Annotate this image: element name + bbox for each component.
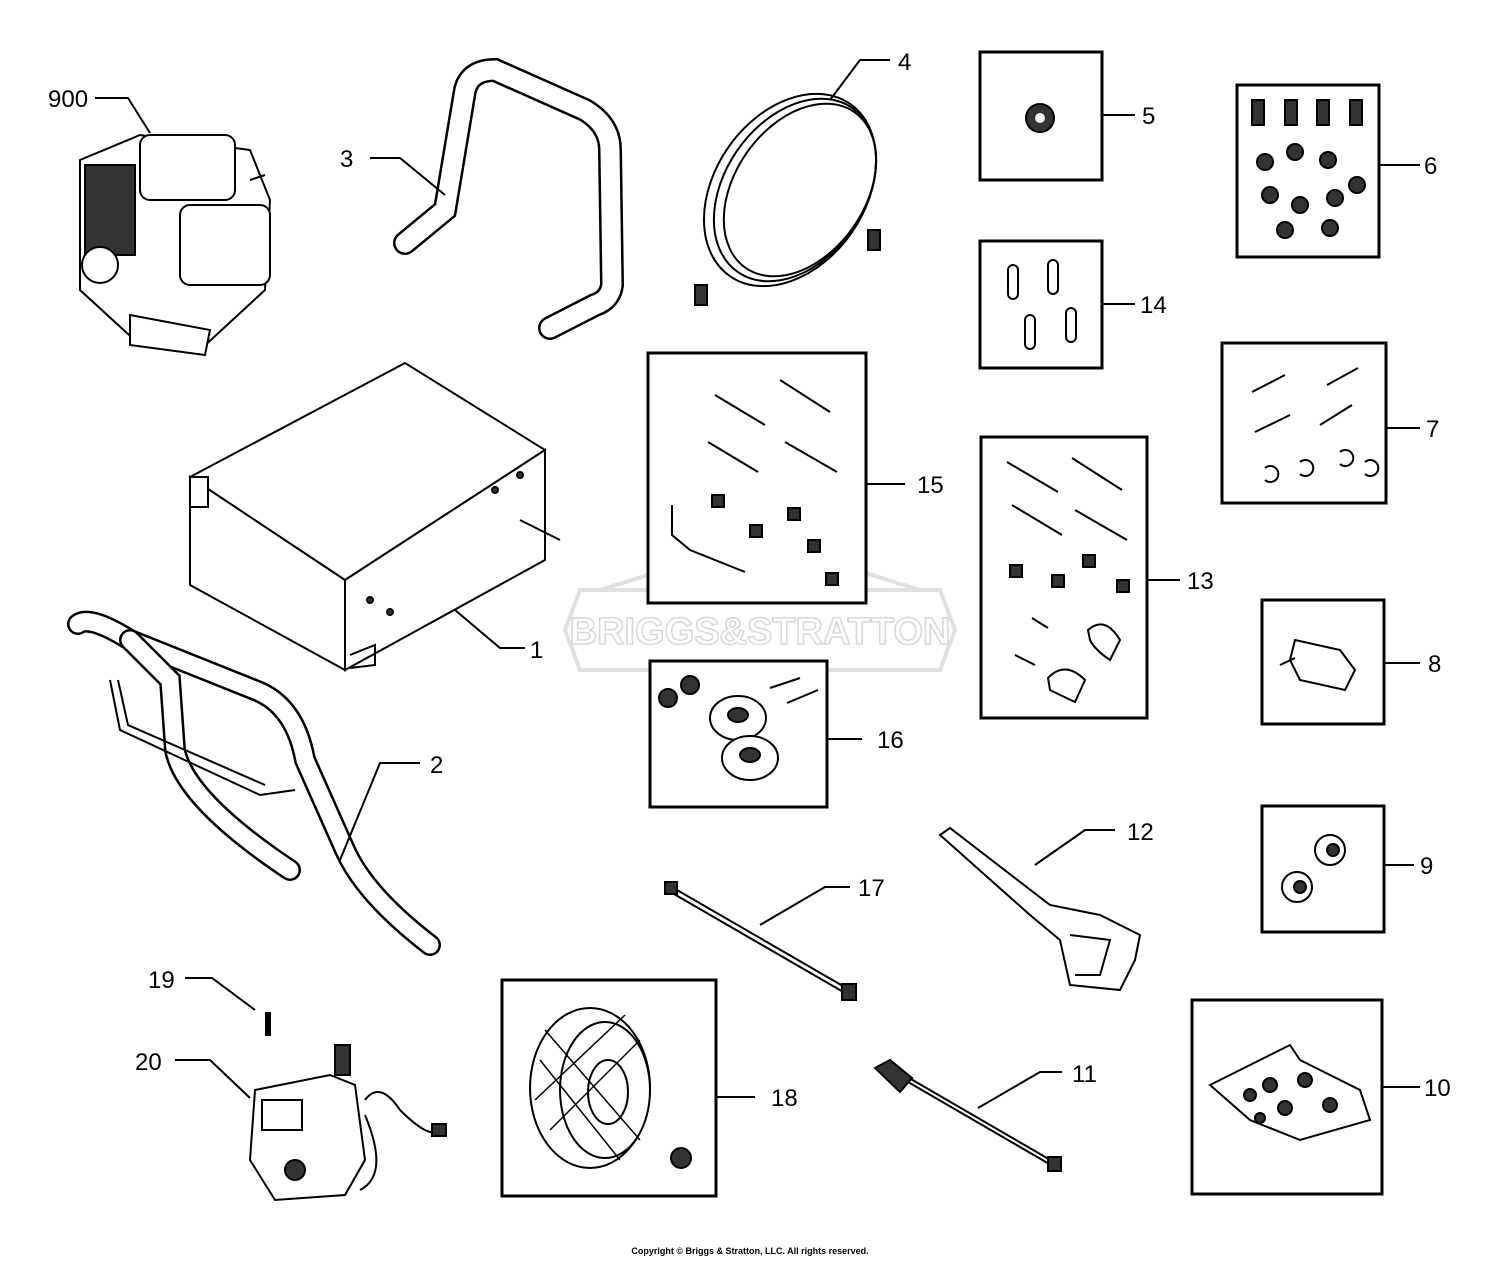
label-18: 18 [771,1085,798,1112]
label-8: 8 [1428,651,1441,678]
hose-4[interactable] [668,61,911,319]
handle-3[interactable] [393,57,625,340]
label-7: 7 [1426,416,1439,443]
kit-box-7[interactable] [1220,341,1388,505]
kit-box-15[interactable] [646,351,868,605]
label-19: 19 [148,967,175,994]
key-19[interactable] [265,1012,271,1036]
label-3: 3 [340,146,353,173]
label-12: 12 [1127,819,1154,846]
label-20: 20 [135,1049,162,1076]
label-13: 13 [1187,568,1214,595]
kit-15-parts [671,379,839,586]
label-4: 4 [898,49,911,76]
engine-900[interactable] [79,133,272,357]
label-9: 9 [1420,853,1433,880]
kit-box-14[interactable] [978,239,1104,370]
pump-20[interactable] [248,1044,447,1202]
wheel-18 [529,1007,692,1169]
label-1: 1 [530,637,543,664]
label-14: 14 [1140,292,1167,319]
kit-14-parts [1007,259,1077,350]
label-5: 5 [1142,103,1155,130]
label-15: 15 [917,472,944,499]
spray-gun-12[interactable] [938,826,1142,992]
kit-7-parts [1251,367,1380,483]
kit-10-parts [1208,1043,1372,1142]
label-10: 10 [1424,1075,1451,1102]
nozzle-11[interactable] [873,1058,1062,1172]
label-6: 6 [1424,153,1437,180]
label-11: 11 [1072,1061,1097,1088]
kit-13-parts [1006,457,1130,704]
kit-16-parts [658,675,819,781]
kit-box-9[interactable] [1260,804,1386,934]
frame-2[interactable] [67,610,441,956]
label-17: 17 [858,875,885,902]
label-900: 900 [48,86,88,113]
frame-base-1[interactable] [188,361,561,672]
kit-box-16[interactable] [648,659,829,809]
watermark-text: BRIGGS&STRATTON [570,611,951,653]
label-2: 2 [430,752,443,779]
kit-6-parts [1251,99,1366,239]
label-16: 16 [877,727,904,754]
copyright-text: Copyright © Briggs & Stratton, LLC. All … [631,1246,868,1256]
kit-9-parts [1281,834,1346,903]
wand-17[interactable] [664,881,857,1001]
kit-8-parts [1279,638,1357,692]
